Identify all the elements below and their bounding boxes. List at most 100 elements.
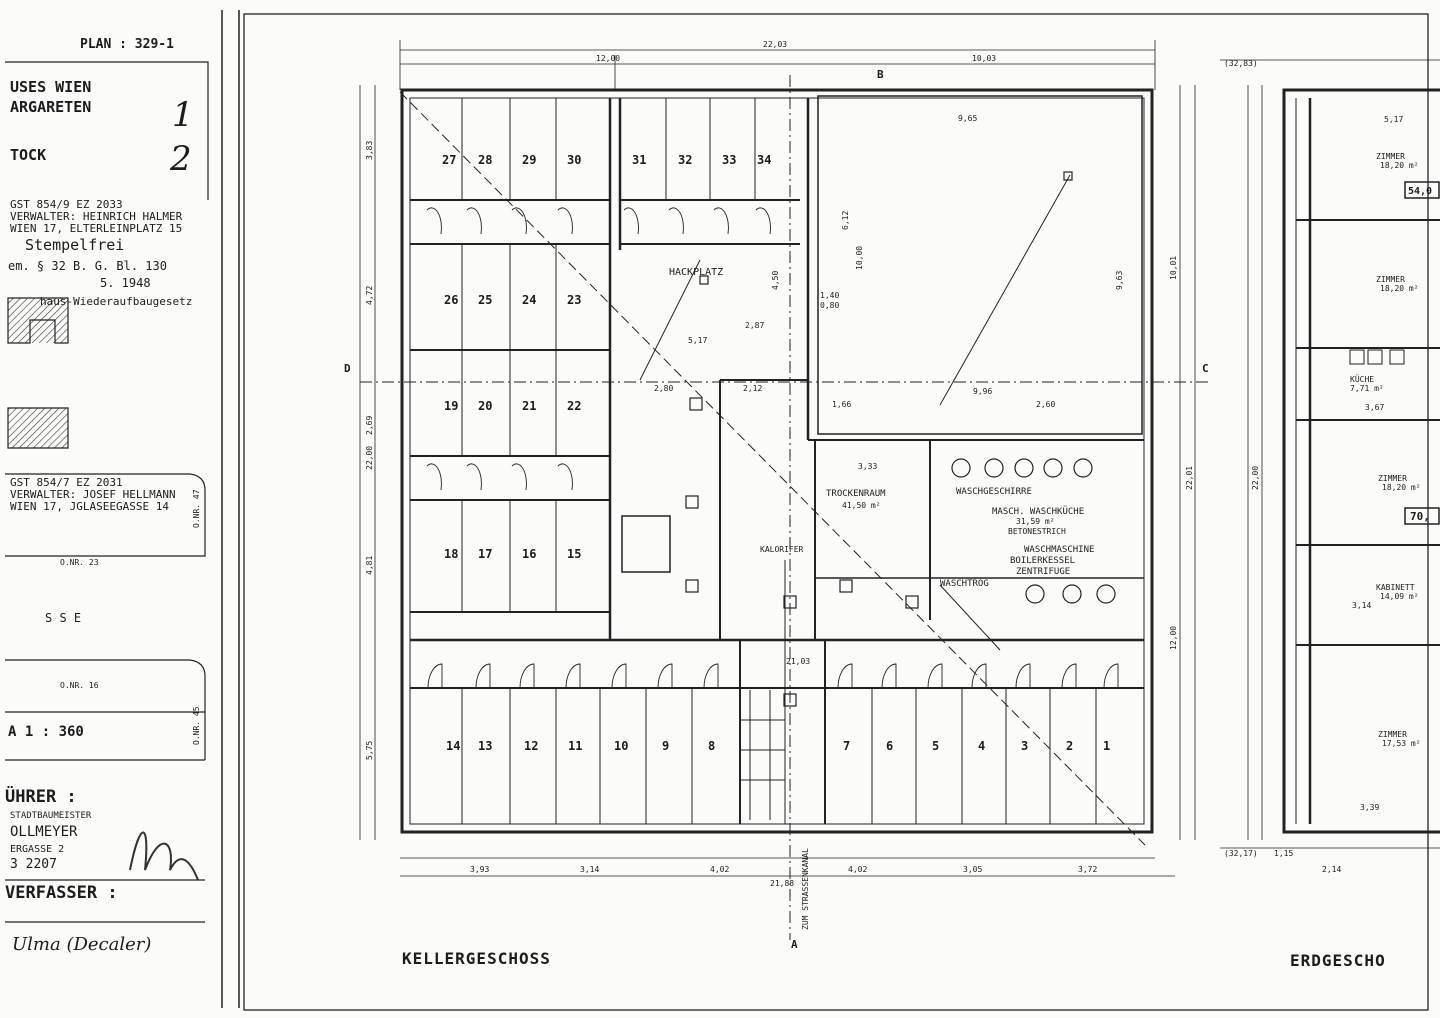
right-dim-5: 2,14	[1322, 865, 1341, 874]
cellar-room-number: 3	[1021, 739, 1028, 753]
door-swing	[1061, 663, 1077, 689]
dim-bottom-1: 3,93	[470, 865, 489, 874]
trockenraum-label: TROCKENRAUM	[826, 489, 886, 499]
owner2-line1: GST 854/7 EZ 2031	[10, 476, 123, 489]
title-texts: PLAN : 329-1 USES WIEN ARGARETEN TOCK 1 …	[5, 37, 201, 955]
title-line3: TOCK	[10, 146, 46, 164]
room-1-name: ZIMMER	[1376, 152, 1405, 161]
waschmaschine-label: WASCHMASCHINE	[1024, 545, 1094, 555]
room-2-area: 18,20 m²	[1380, 284, 1419, 293]
verfasser-signature: Ulma (Decaler)	[12, 934, 151, 955]
dim-bottom-3: 4,02	[710, 865, 729, 874]
cellar-room-number: 5	[932, 739, 939, 753]
door-swing	[1015, 663, 1031, 689]
main-plan-title: KELLERGESCHOSS	[402, 949, 551, 968]
verfasser-label: VERFASSER :	[5, 883, 118, 903]
kalorifer-label: KALORIFER	[760, 545, 804, 554]
door-swing	[511, 463, 527, 491]
dim-misc-11: 1,66	[832, 400, 851, 409]
door-swing	[466, 463, 482, 491]
right-plan-title: ERDGESCHO	[1290, 951, 1386, 970]
dim-misc-5: 2,87	[745, 321, 764, 330]
cellar-room-number: 7	[843, 739, 850, 753]
cellar-room-number: 20	[478, 399, 492, 413]
right-dim-4: 3,39	[1360, 803, 1379, 812]
dim-right-1: 10,01	[1169, 256, 1178, 280]
owner1-line2: VERWALTER: HEINRICH HALMER	[10, 210, 183, 223]
door-swing	[426, 207, 442, 235]
dim-misc-12: 2,60	[1036, 400, 1055, 409]
stamp-line4: haus-Wiederaufbaugesetz	[40, 295, 192, 308]
dim-courtyard-width: 9,65	[958, 114, 977, 123]
dim-misc-13: 21,03	[786, 657, 810, 666]
waschtrog-label: WASCHTROG	[940, 579, 989, 589]
cellar-room-number: 32	[678, 153, 692, 167]
zentrifuge-label: ZENTRIFUGE	[1016, 567, 1070, 577]
room-4-name: ZIMMER	[1378, 474, 1407, 483]
fuehrer-label: ÜHRER :	[5, 785, 77, 807]
right-dim-1: 5,17	[1384, 115, 1403, 124]
cellar-room-number: 11	[568, 739, 582, 753]
room-6-name: ZIMMER	[1378, 730, 1407, 739]
dim-left-4: 4,81	[365, 556, 374, 575]
cellar-room-number: 22	[567, 399, 581, 413]
cellar-room-number: 26	[444, 293, 458, 307]
dim-right-total: 22,01	[1185, 466, 1194, 490]
builder-signature	[129, 831, 199, 881]
cellar-room-number: 18	[444, 547, 458, 561]
section-mark-d: D	[344, 362, 351, 375]
door-swing	[755, 207, 771, 235]
cellar-room-number: 24	[522, 293, 536, 307]
owner1-line1: GST 854/9 EZ 2033	[10, 198, 123, 211]
dim-misc-10: 9,96	[973, 387, 992, 396]
right-dim-2: 3,67	[1365, 403, 1384, 412]
room-5-area: 14,09 m²	[1380, 592, 1419, 601]
room-3-area: 7,71 m²	[1350, 384, 1384, 393]
cellar-room-number: 28	[478, 153, 492, 167]
onr-23: O.NR. 23	[60, 558, 99, 567]
cellar-room-number: 31	[632, 153, 646, 167]
door-swing	[668, 207, 684, 235]
hackplatz-label: HACKPLATZ	[669, 267, 723, 278]
cellar-room-number: 29	[522, 153, 536, 167]
scale-label: A 1 : 360	[8, 724, 84, 740]
room-6-area: 17,53 m²	[1382, 739, 1421, 748]
cellar-room-number: 30	[567, 153, 581, 167]
title-line2: ARGARETEN	[10, 98, 91, 116]
door-swing	[557, 463, 573, 491]
cellar-room-number: 6	[886, 739, 893, 753]
dim-misc-2: 10,00	[855, 246, 864, 270]
right-plan	[1220, 59, 1440, 849]
street-name: S S E	[45, 611, 81, 625]
door-swing	[657, 663, 673, 689]
level-bottom: (32,17)	[1224, 849, 1258, 858]
door-swing	[623, 207, 639, 235]
room-2-name: ZIMMER	[1376, 275, 1405, 284]
main-plan-texts: KELLERGESCHOSS B A C D HACKPLATZ TROCKEN…	[344, 40, 1209, 968]
builder-line3: ERGASSE 2	[10, 844, 64, 855]
level-top: (32,83)	[1224, 59, 1258, 68]
dim-misc-1: 6,12	[841, 211, 850, 230]
cellar-room-number: 34	[757, 153, 771, 167]
wash-fixtures	[685, 171, 1116, 707]
dim-misc-14: 1,40	[820, 291, 839, 300]
pencil-number-1: 1	[172, 95, 194, 135]
door-swing	[519, 663, 535, 689]
dim-bottom-total: 21,88	[770, 879, 794, 888]
onr-47: O.NR. 47	[192, 489, 201, 528]
right-dim-7: 1,15	[1274, 849, 1293, 858]
onr-16: O.NR. 16	[60, 681, 99, 690]
stamp-line3: 5. 1948	[100, 276, 151, 290]
dim-left-total: 22,00	[365, 446, 374, 470]
owner2-line2: VERWALTER: JOSEF HELLMANN	[10, 488, 176, 501]
plan-number: PLAN : 329-1	[80, 37, 174, 52]
right-dim-3: 3,14	[1352, 601, 1371, 610]
boilerkessel-label: BOILERKESSEL	[1010, 556, 1075, 566]
room-1-area: 18,20 m²	[1380, 161, 1419, 170]
dim-left-1: 3,83	[365, 141, 374, 160]
section-mark-c: C	[1202, 362, 1209, 375]
cellar-room-number: 12	[524, 739, 538, 753]
